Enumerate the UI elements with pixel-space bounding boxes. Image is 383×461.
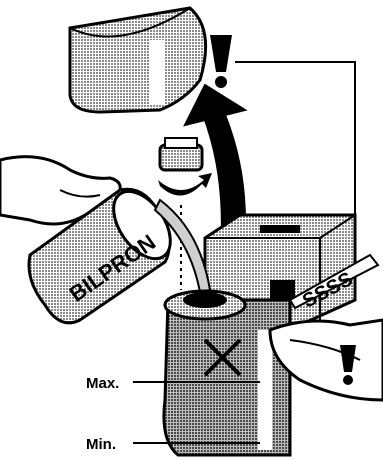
filler-cap bbox=[160, 138, 202, 170]
min-label: Min. bbox=[86, 436, 116, 453]
reservoir-lid bbox=[70, 8, 206, 112]
reservoir bbox=[164, 291, 290, 455]
max-label: Max. bbox=[86, 375, 119, 392]
rotation-arrow-icon bbox=[158, 173, 212, 196]
